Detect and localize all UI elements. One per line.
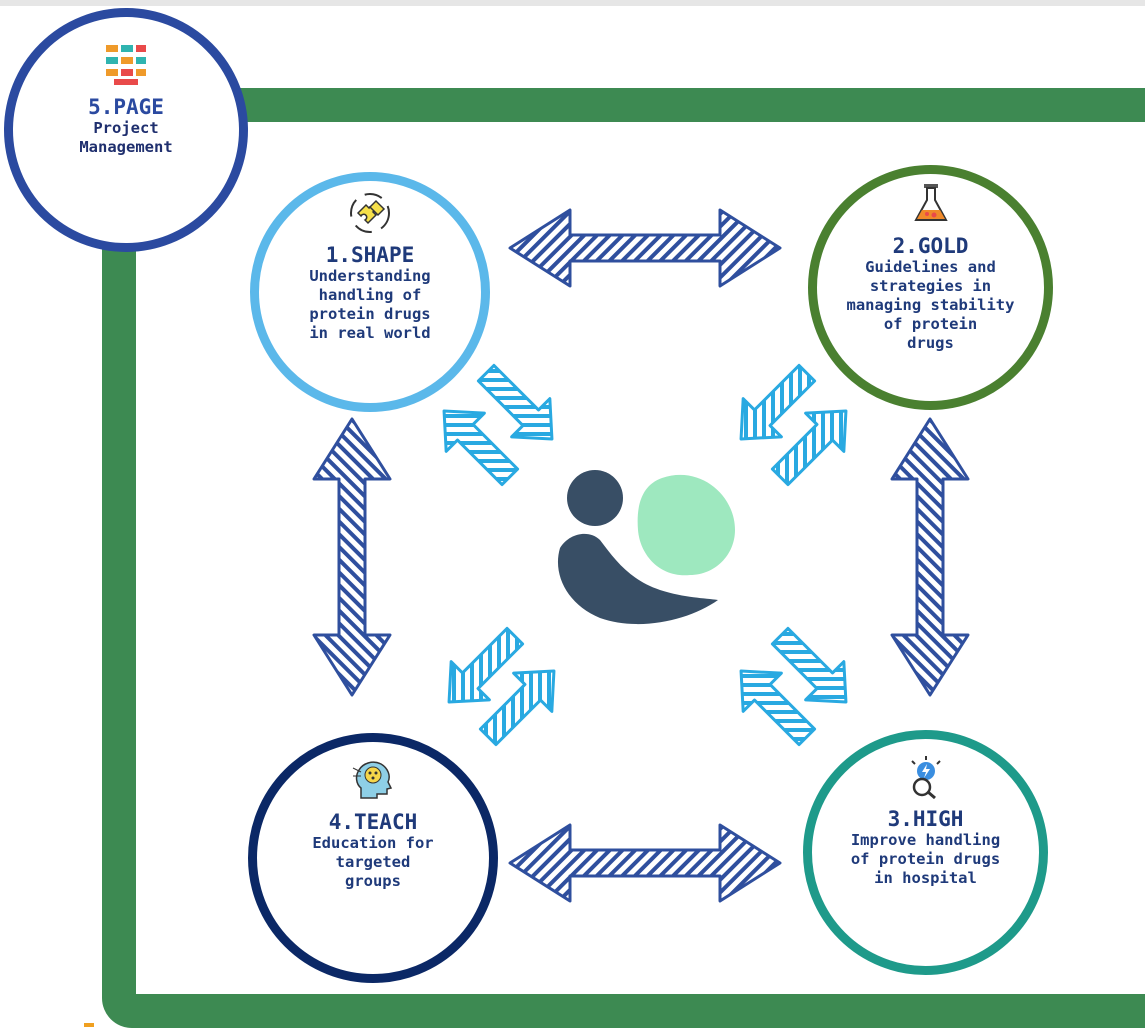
corner-mark: [84, 1023, 94, 1027]
arrow-shape-teach: [312, 417, 392, 697]
lightbulb-search-icon: [910, 756, 941, 799]
top-bar: [0, 0, 1145, 6]
arrow-pair-gold-center: [739, 363, 848, 487]
arrow-pair-shape-center: [442, 363, 554, 487]
arrow-gold-high: [890, 417, 970, 697]
node-gold-desc: Guidelines and strategies in managing st…: [846, 258, 1015, 352]
node-shape: 1.SHAPE Understanding handling of protei…: [250, 172, 490, 412]
arrow-teach-high: [508, 823, 782, 903]
node-teach-title: 4.TEACH: [328, 810, 418, 834]
node-page: 5.PAGE Project Management: [4, 8, 248, 252]
node-shape-title: 1.SHAPE: [325, 243, 415, 267]
node-teach: 4.TEACH Education for targeted groups: [248, 733, 498, 983]
arrow-pair-teach-center: [447, 626, 556, 747]
node-gold: 2.GOLD Guidelines and strategies in mana…: [808, 165, 1053, 410]
flask-icon: [913, 184, 948, 221]
node-gold-title: 2.GOLD: [892, 234, 969, 258]
node-high-desc: Improve handling of protein drugs in hos…: [850, 831, 1001, 887]
flowchart-icon: [106, 45, 146, 85]
head-network-icon: [352, 761, 393, 799]
node-shape-desc: Understanding handling of protein drugs …: [309, 267, 431, 342]
node-high: 3.HIGH Improve handling of protein drugs…: [803, 730, 1048, 975]
node-page-title: 5.PAGE: [88, 95, 164, 119]
arrow-pair-high-center: [739, 626, 848, 747]
arrow-shape-gold: [508, 208, 782, 288]
node-teach-desc: Education for targeted groups: [312, 834, 434, 890]
center-logo: [557, 470, 735, 625]
node-page-desc: Project Management: [79, 119, 173, 156]
puzzle-icon: [350, 193, 390, 233]
node-high-title: 3.HIGH: [887, 807, 964, 831]
